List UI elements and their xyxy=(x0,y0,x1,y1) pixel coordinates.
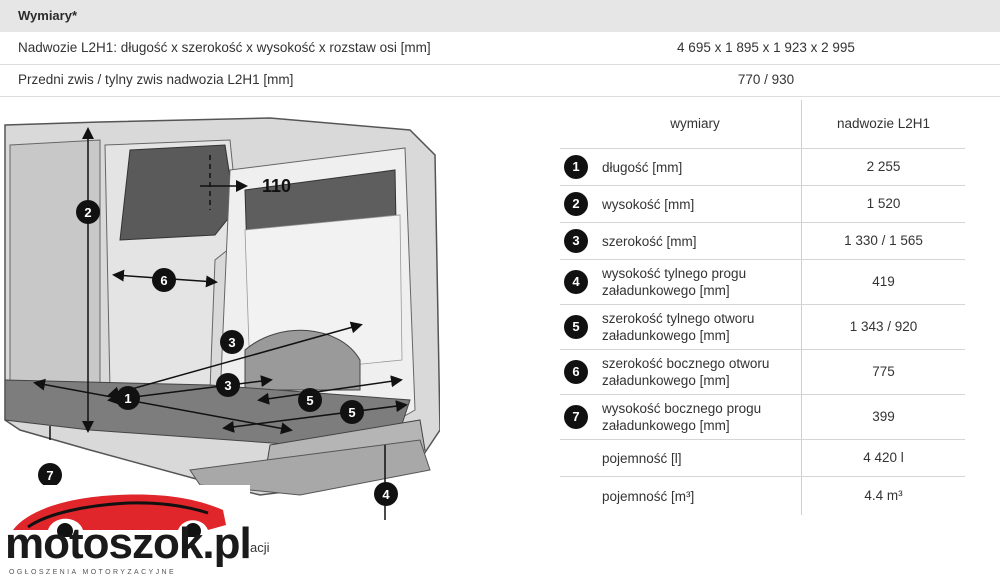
row-label: długość [mm] xyxy=(602,160,683,175)
svg-text:3: 3 xyxy=(224,378,231,393)
table-row: 2 wysokość [mm] 1 520 xyxy=(560,185,965,223)
row-value: 2 255 xyxy=(866,159,901,174)
figure-marker-3a: 3 xyxy=(220,330,244,354)
figure-marker-4: 4 xyxy=(374,482,398,506)
svg-text:2: 2 xyxy=(84,205,91,220)
logo-wordmark: motoszok.pl xyxy=(5,519,252,568)
row-label: szerokość [mm] xyxy=(602,234,697,249)
figure-marker-7: 7 xyxy=(38,463,62,487)
footnote-fragment: acji xyxy=(250,540,270,555)
van-cargo-illustration: 2 6 3 3 1 5 5 4 7 110 xyxy=(4,117,440,520)
row-number-badge: 4 xyxy=(564,270,588,294)
svg-text:5: 5 xyxy=(306,393,313,408)
row-label: wysokość [mm] xyxy=(602,197,695,212)
table-row: 4 wysokość tylnego progu załadunkowego [… xyxy=(560,259,965,305)
table-header-wymiary: wymiary xyxy=(670,116,720,131)
svg-text:5: 5 xyxy=(348,405,355,420)
spec-label: Przedni zwis / tylny zwis nadwozia L2H1 … xyxy=(18,72,294,87)
row-label: wysokość tylnego progu załadunkowego [mm… xyxy=(602,266,747,298)
spec-row-overhang: Przedni zwis / tylny zwis nadwozia L2H1 … xyxy=(0,64,1000,97)
row-number-badge: 3 xyxy=(564,229,588,253)
row-label: szerokość bocznego otworu załadunkowego … xyxy=(602,356,770,388)
car-logo-icon xyxy=(13,494,226,537)
row-value: 775 xyxy=(872,364,895,379)
spec-value: 4 695 x 1 895 x 1 923 x 2 995 xyxy=(677,40,855,55)
row-label: pojemność [m³] xyxy=(602,489,695,504)
svg-text:7: 7 xyxy=(46,468,53,483)
row-value: 4.4 m³ xyxy=(864,488,903,503)
row-value: 399 xyxy=(872,409,895,424)
table-header-body: nadwozie L2H1 xyxy=(836,116,931,131)
row-number-badge: 1 xyxy=(564,155,588,179)
row-value: 4 420 l xyxy=(863,450,904,465)
row-number-badge: 6 xyxy=(564,360,588,384)
svg-text:3: 3 xyxy=(228,335,235,350)
row-label: wysokość bocznego progu załadunkowego [m… xyxy=(602,401,762,433)
row-value: 1 343 / 920 xyxy=(849,319,918,334)
figure-marker-6: 6 xyxy=(152,268,176,292)
svg-text:4: 4 xyxy=(382,487,390,502)
row-value: 419 xyxy=(872,274,895,289)
section-title: Wymiary* xyxy=(18,8,78,23)
svg-text:1: 1 xyxy=(124,391,131,406)
section-header: Wymiary* xyxy=(0,0,1000,32)
table-row: 3 szerokość [mm] 1 330 / 1 565 xyxy=(560,222,965,260)
table-column-divider xyxy=(801,100,802,515)
figure-marker-5a: 5 xyxy=(298,388,322,412)
svg-text:6: 6 xyxy=(160,273,167,288)
row-label: szerokość tylnego otworu załadunkowego [… xyxy=(602,311,755,343)
row-label: pojemność [l] xyxy=(602,451,682,466)
row-number-badge: 5 xyxy=(564,315,588,339)
spec-label: Nadwozie L2H1: długość x szerokość x wys… xyxy=(18,40,431,55)
row-value: 1 520 xyxy=(866,196,901,211)
logo-tagline: OGŁOSZENIA MOTORYZACYJNE xyxy=(9,569,177,576)
figure-marker-1: 1 xyxy=(116,386,140,410)
spec-value: 770 / 930 xyxy=(737,72,795,87)
table-row: 5 szerokość tylnego otworu załadunkowego… xyxy=(560,304,965,350)
dimension-110-label: 110 xyxy=(262,176,291,196)
figure-marker-5b: 5 xyxy=(340,400,364,424)
row-value: 1 330 / 1 565 xyxy=(844,233,923,248)
figure-marker-3b: 3 xyxy=(216,373,240,397)
row-number-badge: 7 xyxy=(564,405,588,429)
table-row: pojemność [m³] 4.4 m³ xyxy=(560,476,965,516)
figure-marker-2: 2 xyxy=(76,200,100,224)
spec-row-dimensions: Nadwozie L2H1: długość x szerokość x wys… xyxy=(0,32,1000,65)
table-row: 6 szerokość bocznego otworu załadunkoweg… xyxy=(560,349,965,395)
table-row: 1 długość [mm] 2 255 xyxy=(560,148,965,186)
table-row: 7 wysokość bocznego progu załadunkowego … xyxy=(560,394,965,440)
table-row: pojemność [l] 4 420 l xyxy=(560,439,965,477)
row-number-badge: 2 xyxy=(564,192,588,216)
motoszok-logo: motoszok.pl OGŁOSZENIA MOTORYZACYJNE xyxy=(0,485,252,583)
